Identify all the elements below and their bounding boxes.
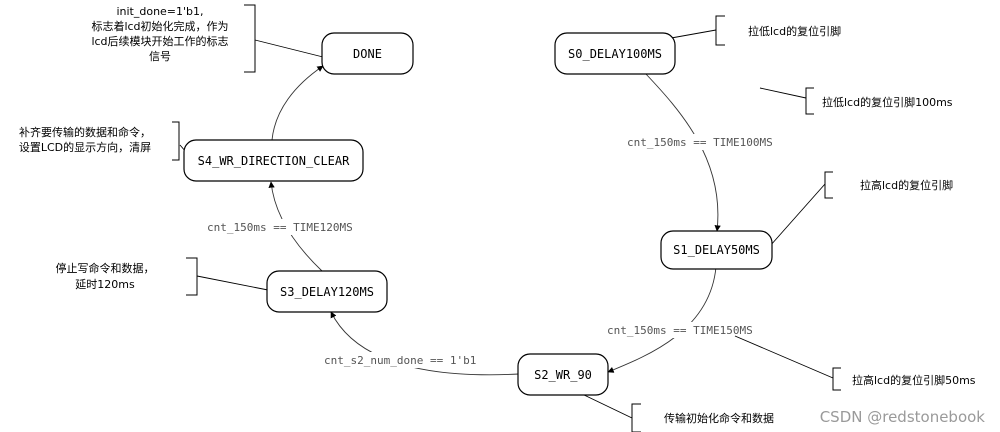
bracket-s1-a [824, 171, 833, 199]
leader-s3 [196, 275, 269, 291]
leader-done [254, 39, 324, 58]
leader-s1-b [734, 335, 834, 379]
transition-label-s0-s1: cnt_150ms == TIME100MS [627, 136, 773, 149]
state-s2-wr-90: S2_WR_90 [517, 353, 609, 396]
bracket-s4 [172, 121, 180, 161]
state-done-label: DONE [353, 47, 382, 61]
state-s1-delay50ms: S1_DELAY50MS [660, 230, 773, 270]
state-s3-delay120ms: S3_DELAY120MS [266, 270, 388, 313]
note-s1-reset-high: 拉高lcd的复位引脚 [860, 178, 953, 192]
note-done-line-4: 信号 [149, 50, 171, 63]
leader-s1-a [769, 183, 826, 247]
state-s0-label: S0_DELAY100MS [568, 47, 662, 61]
state-s2-label: S2_WR_90 [534, 368, 592, 382]
transition-s1-to-s2 [607, 266, 717, 373]
bracket-done [244, 4, 256, 73]
transition-s0-to-s1 [644, 72, 721, 232]
note-done-line-2: 标志着lcd初始化完成，作为 [91, 19, 228, 33]
state-s0-delay100ms: S0_DELAY100MS [554, 32, 676, 75]
note-s1-reset-high-50ms: 拉高lcd的复位引脚50ms [852, 373, 976, 387]
note-done: init_done=1'b1, 标志着lcd初始化完成，作为 lcd后续模块开始… [91, 5, 228, 63]
bracket-s2 [631, 403, 641, 432]
bracket-s3 [186, 257, 198, 296]
leader-s2 [581, 393, 633, 419]
leader-s0-b [759, 87, 807, 99]
note-s2-transfer: 传输初始化命令和数据 [664, 411, 774, 425]
note-s3: 停止写命令和数据， 延时120ms [56, 261, 155, 291]
note-s4-line-2: 设置LCD的显示方向，清屏 [19, 140, 151, 154]
transition-label-s2-s3: cnt_s2_num_done == 1'b1 [324, 354, 476, 367]
note-done-line-3: lcd后续模块开始工作的标志 [91, 34, 228, 48]
state-s1-label: S1_DELAY50MS [673, 243, 760, 257]
transition-label-s1-s2: cnt_150ms == TIME150MS [607, 324, 753, 337]
note-s3-line-1: 停止写命令和数据， [56, 261, 155, 275]
bracket-s0-b [805, 87, 814, 115]
note-done-line-1: init_done=1'b1, [116, 5, 203, 18]
note-s3-line-2: 延时120ms [75, 278, 135, 291]
bracket-s0-a [715, 15, 725, 46]
note-s0-reset-low: 拉低lcd的复位引脚 [748, 24, 841, 38]
state-done: DONE [321, 32, 414, 75]
note-s0-reset-low-100ms: 拉低lcd的复位引脚100ms [822, 95, 953, 109]
watermark: CSDN @redstonebook [820, 408, 986, 426]
state-s4-wr-direction-clear: S4_WR_DIRECTION_CLEAR [183, 139, 364, 182]
state-s4-label: S4_WR_DIRECTION_CLEAR [198, 154, 350, 168]
note-s4-line-1: 补齐要传输的数据和命令， [19, 125, 151, 139]
state-s3-label: S3_DELAY120MS [280, 285, 374, 299]
transition-s4-to-done [271, 65, 324, 141]
transition-label-s3-s4: cnt_150ms == TIME120MS [207, 221, 353, 234]
bracket-s1-b [832, 367, 841, 391]
note-s4: 补齐要传输的数据和命令， 设置LCD的显示方向，清屏 [19, 125, 151, 154]
